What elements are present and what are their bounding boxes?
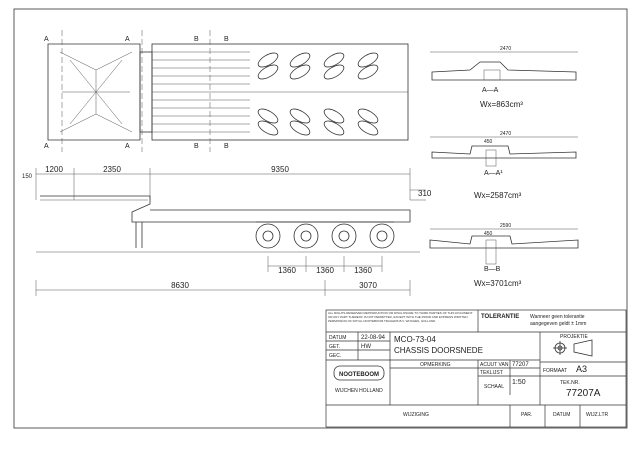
tolerantie-text-1: Wanneer geen tolerantie [530,314,585,320]
svg-text:GET.: GET. [329,344,340,350]
dim-3070: 3070 [359,281,377,290]
drawing-number: 77207A [566,388,601,399]
svg-text:WIJZ.LTR: WIJZ.LTR [586,412,609,418]
deck-hatching [152,51,250,133]
svg-text:WIJZIGING: WIJZIGING [403,412,429,418]
svg-text:FORMAAT: FORMAAT [543,368,567,374]
svg-text:2470: 2470 [500,46,511,52]
axle-spacing-2: 1360 [316,266,334,275]
svg-text:OPMERKING: OPMERKING [420,362,451,368]
dim-150: 150 [22,174,33,180]
svg-text:ACUUT VAN: ACUUT VAN [480,362,509,368]
section-mark-labels: A A A A B B B B [44,36,229,150]
scale-value: 1:50 [512,379,526,386]
svg-text:DATUM: DATUM [553,412,570,418]
drawn-by-value: HW [361,344,371,350]
section-cut-lines [61,30,211,152]
svg-text:B: B [194,143,199,150]
dim-2350: 2350 [103,165,121,174]
svg-text:B: B [194,36,199,43]
section-a-a-wx: Wx=863cm³ [480,100,523,109]
svg-text:A: A [44,143,49,150]
company-city: WIJCHEN HOLLAND [335,388,383,394]
svg-text:450: 450 [484,231,493,237]
svg-text:DATUM: DATUM [329,335,346,341]
svg-text:PAR.: PAR. [521,412,532,418]
axle-tyres-plan [257,52,379,136]
section-a-a1-title: A—A¹ [484,170,503,177]
dim-310: 310 [418,189,432,198]
svg-text:TEKLIJST: TEKLIJST [480,370,503,376]
section-b-b: 2590 450 B—B Wx=3701cm³ [429,223,579,288]
tolerantie-text-2: aangegeven geldt ± 1mm [530,321,586,327]
datum-value: 22-08-94 [361,335,386,341]
drawing-code: MCO-73-04 [394,335,436,344]
svg-text:A: A [125,36,130,43]
side-view: 1200 2350 9350 150 310 1360 1360 1360 [22,165,432,296]
axle-spacing-3: 1360 [354,266,372,275]
section-a-a1-wx: Wx=2587cm³ [474,191,522,200]
dim-9350: 9350 [271,165,289,174]
side-wheels [255,221,395,249]
dim-8630: 8630 [171,281,189,290]
projection-symbol-icon [553,339,593,357]
section-a-a1: 2470 450 A—A¹ Wx=2587cm³ [430,131,578,200]
plan-view: A A A A B B B B [44,30,409,152]
svg-text:A: A [125,143,130,150]
axle-spacing-1: 1360 [278,266,296,275]
section-a-a: 2470 A—A Wx=863cm³ [430,46,578,109]
gooseneck-plan [47,43,141,141]
section-a-a-title: A—A [482,87,499,94]
svg-text:PROJEKTIE: PROJEKTIE [560,334,588,340]
svg-text:B: B [224,143,229,150]
company-logo: NOOTEBOOM [333,365,385,381]
tolerantie-label: TOLERANTIE [481,314,519,320]
svg-text:SCHAAL: SCHAAL [484,384,504,390]
svg-text:450: 450 [484,139,493,145]
title-block: ALL RIGHTS RESERVED REPRODUCTION OR DISC… [325,309,627,428]
svg-text:TEK.NR.: TEK.NR. [560,380,580,386]
svg-text:NOOTEBOOM: NOOTEBOOM [339,372,379,378]
svg-text:2590: 2590 [500,223,511,229]
gooseneck-bracing [59,51,133,133]
sheet-border [13,8,628,429]
disclaimer-text: ALL RIGHTS RESERVED REPRODUCTION OR DISC… [328,311,473,323]
acuut-value: 77207 [512,362,529,368]
dim-1200: 1200 [45,165,63,174]
drawing-name: CHASSIS DOORSNEDE [394,346,483,355]
svg-text:2470: 2470 [500,131,511,137]
chassis-profile [40,195,411,223]
svg-text:A: A [44,36,49,43]
section-b-b-title: B—B [484,266,501,273]
format-value: A3 [576,364,587,374]
svg-text:B: B [224,36,229,43]
svg-text:GEC.: GEC. [329,353,341,359]
section-b-b-wx: Wx=3701cm³ [474,279,522,288]
